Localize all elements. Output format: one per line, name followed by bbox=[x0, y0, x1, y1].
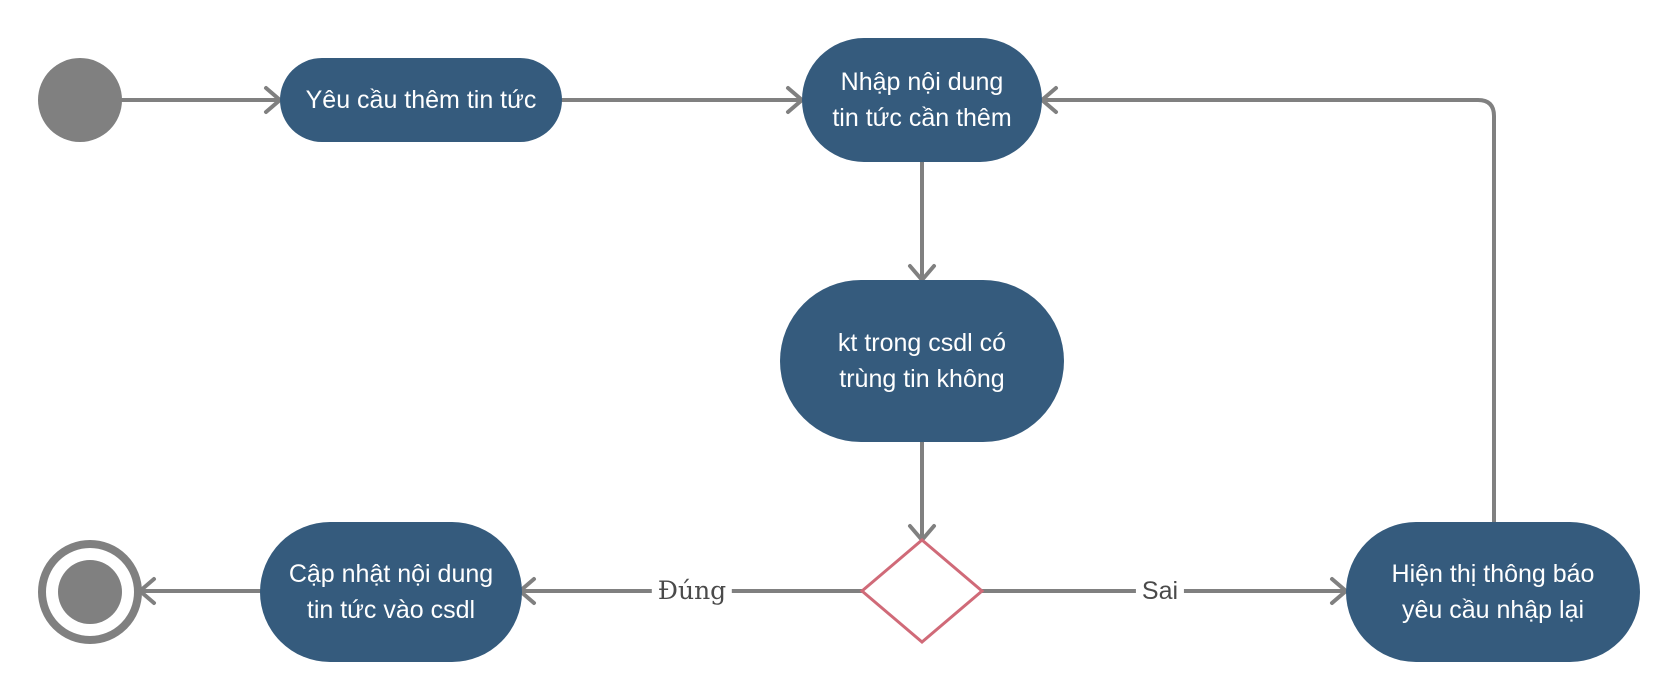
activity-request-add-news[interactable]: Yêu cầu thêm tin tức bbox=[280, 58, 562, 142]
activity-input-news-content-label: Nhập nội dung tin tức cần thêm bbox=[832, 68, 1012, 132]
start-node[interactable] bbox=[38, 58, 122, 142]
end-node-inner bbox=[58, 560, 122, 624]
activity-update-database-label: Cập nhật nội dung tin tức vào csdl bbox=[288, 560, 494, 624]
edge-label-yes: Đúng bbox=[651, 576, 733, 606]
activity-request-add-news-label: Yêu cầu thêm tin tức bbox=[305, 86, 537, 114]
activity-input-news-content[interactable]: Nhập nội dung tin tức cần thêm bbox=[802, 38, 1042, 162]
end-node[interactable] bbox=[38, 540, 142, 644]
activity-show-error-message-label: Hiện thị thông báo yêu cầu nhập lại bbox=[1391, 560, 1595, 624]
activity-check-duplicate-label: kt trong csdl có trùng tin không bbox=[837, 329, 1007, 393]
edge-label-no: Sai bbox=[1135, 576, 1185, 606]
decision-diamond[interactable] bbox=[859, 538, 985, 644]
activity-update-database[interactable]: Cập nhật nội dung tin tức vào csdl bbox=[260, 522, 522, 662]
activity-show-error-message[interactable]: Hiện thị thông báo yêu cầu nhập lại bbox=[1346, 522, 1640, 662]
edge-notify-to-input bbox=[1042, 98, 1496, 524]
activity-check-duplicate[interactable]: kt trong csdl có trùng tin không bbox=[780, 280, 1064, 442]
arrowhead-input-right bbox=[1040, 86, 1058, 114]
